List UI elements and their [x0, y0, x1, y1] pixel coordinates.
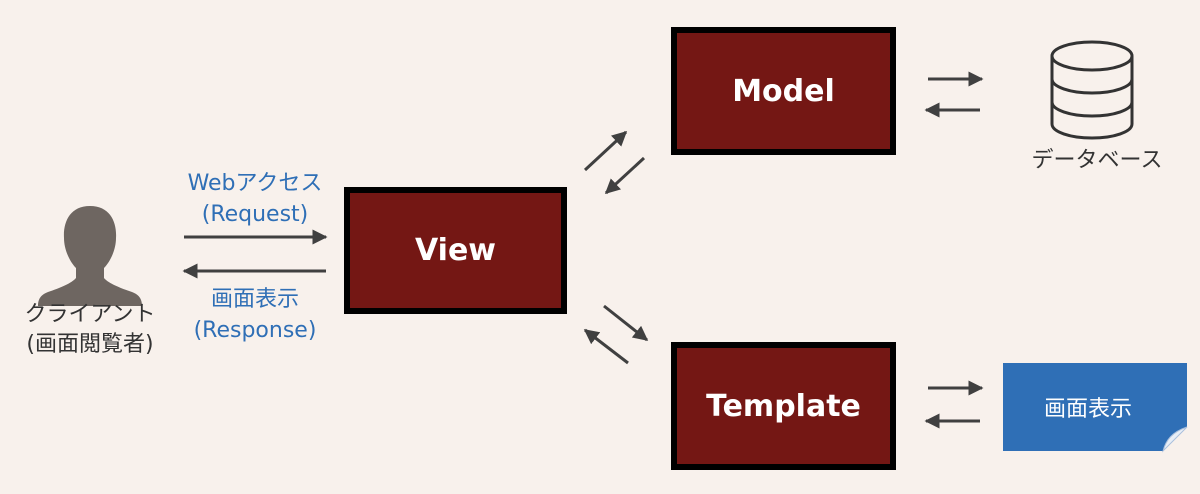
request-label: Webアクセス (Request): [165, 168, 345, 230]
template-to-view-arrow: [583, 328, 629, 365]
model-label: Model: [732, 73, 835, 109]
model-box: Model: [671, 27, 896, 155]
output-card-label: 画面表示: [1043, 397, 1132, 422]
database-label: データベース: [1031, 148, 1163, 173]
client-label: クライアント (画面閲覧者): [0, 300, 180, 360]
response-label: 画面表示 (Response): [165, 284, 345, 346]
request-label-line2: (Request): [201, 202, 309, 227]
request-label-line1: Webアクセス: [187, 171, 323, 196]
client-label-line1: クライアント: [24, 302, 156, 327]
view-to-model-arrow: [583, 130, 628, 172]
database-icon: [1050, 40, 1134, 140]
template-box: Template: [671, 342, 896, 470]
document-icon: [1003, 363, 1188, 453]
person-icon: [38, 206, 142, 306]
model-to-view-arrow: [604, 156, 646, 195]
view-box: View: [344, 187, 567, 314]
client-label-line2: (画面閲覧者): [26, 332, 154, 357]
response-label-line1: 画面表示: [210, 287, 299, 312]
view-to-template-arrow: [603, 304, 649, 342]
output-card: 画面表示: [1003, 363, 1187, 451]
response-label-line2: (Response): [193, 318, 317, 343]
template-label: Template: [706, 388, 861, 424]
view-label: View: [414, 233, 497, 268]
